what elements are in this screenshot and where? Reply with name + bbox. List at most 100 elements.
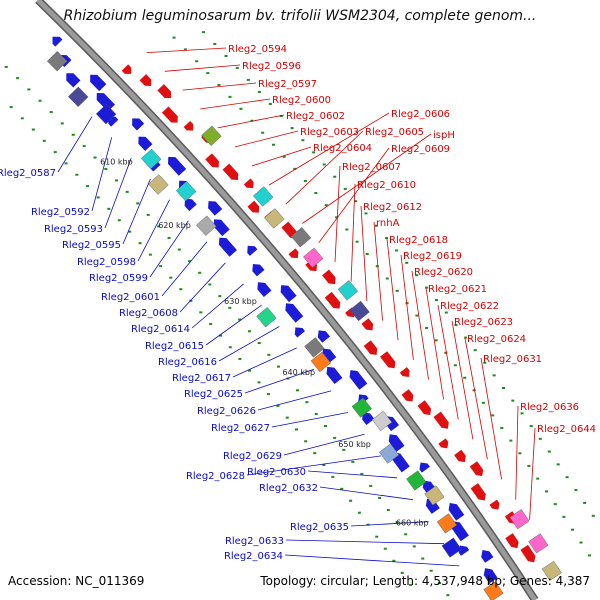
leader-line (161, 241, 208, 297)
tick-mark (331, 475, 335, 478)
forward-gene-arrow (417, 400, 432, 415)
feature-block-shape (337, 280, 359, 301)
tick-mark (285, 416, 289, 419)
forward-gene-arrow-shape (489, 499, 500, 510)
tick-mark (172, 36, 176, 39)
reverse-gene-arrow (326, 366, 343, 385)
leader-line (182, 82, 257, 91)
leader-line (285, 130, 364, 205)
map-title: Rhizobium leguminosarum bv. trifolii WSM… (63, 8, 537, 24)
tick-mark (218, 295, 222, 298)
reverse-gene-arrow (483, 568, 498, 584)
tick-mark (20, 117, 24, 120)
feature-block-shape (256, 307, 277, 328)
tick-mark (238, 357, 242, 360)
reverse-gene-arrow-shape (208, 201, 223, 216)
forward-gene-arrow-shape (222, 163, 239, 180)
tick-mark (179, 288, 183, 291)
reverse-gene-arrow (252, 264, 265, 277)
tick-mark (385, 237, 389, 240)
forward-gene-label: Rleg2_0644 (537, 424, 596, 435)
leader-line (257, 390, 332, 411)
tick-mark (148, 253, 152, 256)
feature-block-shape (68, 86, 89, 107)
forward-gene-arrow-shape (243, 178, 254, 189)
tick-mark (188, 260, 192, 263)
reverse-gene-arrow-shape (184, 198, 197, 212)
tick-mark (500, 427, 504, 430)
tick-mark (453, 364, 457, 367)
feature-block (349, 300, 370, 322)
tick-mark (400, 571, 404, 574)
reverse-gene-label: Rleg2_0593 (44, 224, 103, 235)
reverse-gene-arrow-shape (422, 480, 435, 494)
leader-line (284, 554, 460, 567)
tick-mark (228, 306, 232, 309)
tick-mark (491, 414, 495, 417)
leader-line (271, 412, 348, 428)
reverse-gene-arrow-shape (425, 498, 440, 514)
tick-mark (125, 190, 129, 193)
tick-mark (183, 48, 187, 51)
tick-mark (169, 276, 173, 279)
forward-gene-arrow (470, 483, 486, 501)
tick-mark (395, 289, 399, 292)
feature-block-shape (290, 227, 312, 248)
forward-gene-arrow (139, 74, 152, 86)
tick-mark (360, 472, 364, 475)
reverse-gene-arrow (294, 327, 306, 338)
tick-mark (27, 88, 31, 91)
reverse-gene-label: Rleg2_0633 (225, 536, 284, 547)
leader-line (149, 220, 189, 278)
tick-mark (354, 200, 358, 203)
tick-mark (409, 583, 413, 586)
tick-mark (177, 248, 181, 251)
tick-mark (518, 452, 522, 455)
tick-mark (301, 139, 305, 142)
forward-gene-arrow-shape (139, 74, 152, 86)
reverse-gene-label: Rleg2_0630 (247, 467, 306, 478)
tick-mark (340, 487, 344, 490)
leader-line (104, 157, 132, 229)
forward-gene-arrow-shape (281, 221, 298, 239)
feature-block-shape (304, 337, 325, 358)
tick-mark (146, 213, 150, 216)
tick-mark (591, 514, 595, 517)
leader-line (400, 254, 414, 360)
feature-block (148, 174, 169, 195)
tick-mark (374, 224, 378, 227)
reverse-gene-arrow-shape (138, 136, 153, 151)
leader-line (191, 283, 244, 329)
tick-mark (444, 311, 448, 314)
reverse-gene-label: Rleg2_0616 (158, 357, 217, 368)
tick-mark (96, 196, 100, 199)
tick-mark (31, 128, 35, 131)
feature-block-shape (406, 470, 427, 491)
forward-gene-arrow (247, 200, 260, 213)
tick-mark (349, 499, 353, 502)
tick-mark (248, 369, 252, 372)
tick-mark (282, 155, 286, 158)
feature-block-shape (47, 51, 68, 72)
tick-mark (429, 569, 433, 572)
tick-mark (312, 151, 316, 154)
forward-gene-arrow-shape (399, 367, 410, 377)
reverse-gene-arrow (451, 521, 469, 542)
kbp-marker-label: 640 kbp (282, 368, 315, 377)
tick-mark (415, 314, 419, 317)
tick-mark (305, 401, 309, 404)
kbp-marker-label: 650 kbp (338, 440, 371, 449)
reverse-gene-arrow (184, 198, 197, 212)
reverse-gene-arrow-shape (451, 521, 469, 542)
tick-mark (545, 490, 549, 493)
tick-mark (199, 311, 203, 314)
tick-mark (375, 265, 379, 268)
tick-mark (333, 436, 337, 439)
forward-gene-arrow-shape (363, 340, 378, 355)
forward-gene-arrow-shape (380, 351, 396, 369)
reverse-gene-arrow-shape (362, 412, 375, 426)
tick-mark (117, 219, 121, 222)
leader-line (91, 137, 113, 212)
forward-gene-arrow (438, 438, 449, 449)
feature-block-shape (148, 174, 169, 195)
